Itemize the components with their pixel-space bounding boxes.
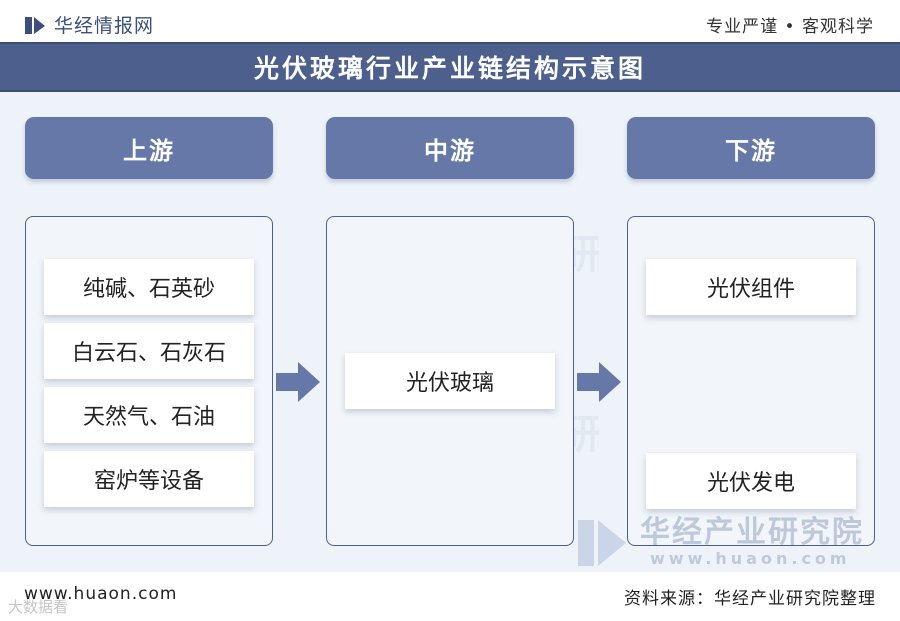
footer: www.huaon.com 大数据看 资料来源：华经产业研究院整理	[0, 572, 900, 621]
watermark-url: www.huaon.com	[650, 549, 851, 568]
stage-header-midstream: 中游	[326, 117, 574, 179]
logo-icon	[25, 16, 45, 34]
midstream-item: 光伏玻璃	[345, 353, 555, 409]
diagram-area: 研 研 上游 中游 下游 纯碱、石英砂 白云石、石灰石 天然气、石油 窑炉等设备…	[0, 92, 900, 572]
downstream-item: 光伏组件	[646, 259, 856, 315]
panel-upstream: 纯碱、石英砂 白云石、石灰石 天然气、石油 窑炉等设备	[25, 216, 273, 546]
footer-source: 资料来源：华经产业研究院整理	[624, 589, 876, 609]
stage-label-midstream: 中游	[424, 136, 476, 165]
watermark-logo-icon	[578, 520, 626, 566]
stage-header-upstream: 上游	[25, 117, 273, 179]
title-bar: 光伏玻璃行业产业链结构示意图	[0, 42, 900, 92]
watermark-name: 华经产业研究院	[640, 515, 864, 550]
brand-name: 华经情报网	[54, 15, 155, 37]
arrow-right-icon	[577, 362, 621, 402]
footer-url: www.huaon.com	[24, 584, 178, 604]
arrow-right-icon	[276, 362, 320, 402]
top-header: 华经情报网 专业严谨 • 客观科学	[0, 0, 900, 42]
stage-label-upstream: 上游	[123, 136, 175, 165]
downstream-item: 光伏发电	[646, 453, 856, 509]
slogan: 专业严谨 • 客观科学	[706, 17, 874, 37]
panel-downstream: 光伏组件 光伏发电	[627, 216, 875, 546]
stage-header-downstream: 下游	[627, 117, 875, 179]
stage-label-downstream: 下游	[725, 136, 777, 165]
upstream-item: 天然气、石油	[44, 387, 254, 443]
page-title: 光伏玻璃行业产业链结构示意图	[253, 54, 646, 83]
upstream-item: 窑炉等设备	[44, 451, 254, 507]
upstream-item: 白云石、石灰石	[44, 323, 254, 379]
panel-midstream: 光伏玻璃	[326, 216, 574, 546]
upstream-item: 纯碱、石英砂	[44, 259, 254, 315]
brand-logo: 华经情报网	[24, 11, 154, 38]
footer-overlay-watermark: 大数据看	[8, 598, 69, 616]
